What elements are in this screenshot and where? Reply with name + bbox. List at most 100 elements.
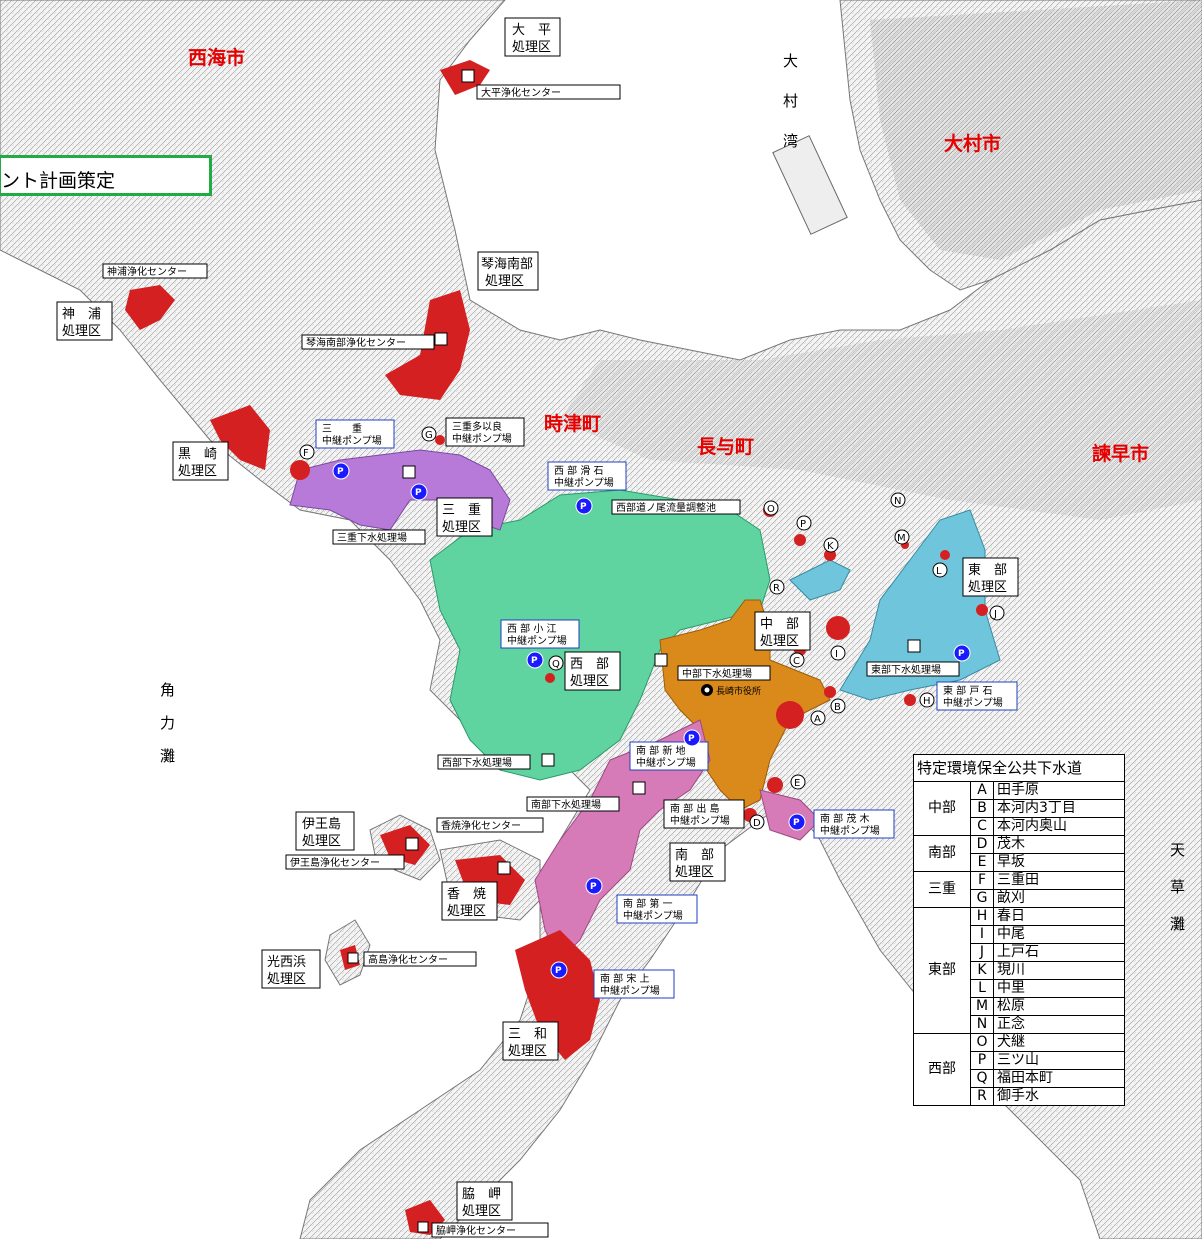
pump-tobu-toishi-line2: 中継ポンプ場 [943, 696, 1003, 709]
legend-area-name: 茂木 [993, 835, 1125, 854]
area-Q [545, 673, 555, 683]
legend-area-name: 犬継 [993, 1033, 1125, 1052]
district-nanbu-line1: 南 部 [675, 847, 714, 863]
pump-marker-seibu-nameshi-text: P [580, 502, 587, 512]
district-kurosaki-line2: 処理区 [178, 464, 217, 479]
district-chubu-line1: 中 部 [760, 617, 799, 632]
legend-area-name: 本河内奥山 [993, 817, 1125, 836]
facility-chubu-plant-text: 中部下水処理場 [682, 667, 752, 680]
district-kosaihama-line2: 処理区 [267, 972, 306, 987]
marker-C-text: C [793, 656, 800, 667]
marker-R-text: R [773, 583, 780, 594]
district-mie-line2: 処理区 [442, 520, 481, 535]
facility-mie-plant: 三重下水処理場 [332, 465, 426, 545]
pump-marker-nanbu-daiichi-text: P [590, 882, 597, 892]
marker-I-text: I [835, 649, 838, 660]
pump-seibu-nameshi: 西 部 滑 石 中継ポンプ場 [547, 461, 627, 491]
district-tobu: 東 部 処理区 [962, 557, 1019, 597]
legend-code: O [970, 1033, 994, 1052]
facility-iojima-center-text: 伊王島浄化センター [290, 856, 380, 869]
pump-marker-nanbu-mogi: P [788, 813, 806, 831]
facility-seibu-plant-text: 西部下水処理場 [442, 756, 512, 769]
marker-P: P [796, 515, 812, 531]
district-wakimisaki-line1: 脇 岬 [462, 1187, 501, 1202]
legend-code: G [970, 889, 994, 908]
sea-omura-2: 村 [783, 92, 798, 110]
pump-marker-nanbu-sotome: P [550, 961, 568, 979]
pump-labels: 三 重 中継ポンプ場 三重多以良 中継ポンプ場 西 部 滑 石 中継ポンプ場 西… [315, 417, 1018, 999]
legend-code: K [970, 961, 994, 980]
facility-kotoumi-center-text: 琴海南部浄化センター [306, 336, 406, 349]
city-isahaya: 諫早市 [1092, 442, 1149, 465]
facility-seibu-pond: 西部道ノ尾流量調整池 [611, 499, 741, 515]
pump-marker-seibu-koe: P [526, 651, 544, 669]
city-nagayo: 長与町 [697, 436, 754, 458]
facility-wakimisaki-center: 脇岬浄化センター [417, 1221, 549, 1238]
legend-area-name: 福田本町 [993, 1069, 1125, 1088]
marker-I: I [830, 645, 846, 661]
pump-markers: P P P P P P P P P [332, 462, 971, 979]
district-chubu: 中 部 処理区 [754, 611, 811, 651]
area-kurosaki [210, 405, 270, 470]
marker-O-text: O [767, 504, 775, 515]
legend-title: 特定環境保全公共下水道 [913, 754, 1125, 782]
marker-B: B [830, 698, 846, 714]
district-kosaihama: 光西浜 処理区 [261, 949, 321, 989]
marker-A-text: A [814, 714, 821, 725]
pump-marker-mie-2: P [410, 483, 428, 501]
legend-code: R [970, 1087, 994, 1106]
district-koyagi-line2: 処理区 [447, 904, 486, 919]
marker-E-text: E [794, 778, 800, 789]
district-tobu-line2: 処理区 [968, 580, 1007, 595]
marker-G: G [421, 426, 437, 442]
sea-amakusa-1: 天 [1170, 841, 1185, 859]
facility-koyagi-center: 香焼浄化センター [436, 817, 544, 875]
district-mie: 三 重 処理区 [436, 497, 493, 537]
legend-area-name: 三重田 [993, 871, 1125, 890]
facility-kounoura-center-text: 神浦浄化センター [107, 265, 187, 278]
marker-K: K [823, 537, 839, 553]
facility-nanbu-plant: 南部下水処理場 [526, 781, 646, 812]
facility-mie-plant-text: 三重下水処理場 [337, 531, 407, 544]
pump-nanbu-sotome-line2: 中継ポンプ場 [600, 984, 660, 997]
pump-seibu-nameshi-line1: 西 部 滑 石 [554, 464, 604, 477]
facility-koyagi-center-text: 香焼浄化センター [441, 819, 521, 832]
pump-marker-nanbu-mogi-text: P [793, 818, 800, 828]
district-tobu-line1: 東 部 [968, 562, 1007, 578]
facility-takashima-center-text: 高島浄化センター [368, 953, 448, 966]
district-kotoumi-nanbu: 琴海南部 処理区 [477, 251, 539, 291]
pump-nanbu-daiichi-line1: 南 部 第 一 [623, 897, 673, 910]
legend-group-name: 西部 [913, 1033, 971, 1106]
marker-N-text: N [894, 496, 901, 507]
pump-mie-tarai-line2: 中継ポンプ場 [452, 432, 512, 445]
marker-D: D [749, 814, 765, 830]
legend-code: C [970, 817, 994, 836]
land-hills [870, 0, 1202, 260]
district-koyagi: 香 焼 処理区 [441, 881, 498, 921]
legend-code: B [970, 799, 994, 818]
sea-amakusa-3: 灘 [1170, 915, 1185, 933]
pump-marker-nanbu-daiichi: P [585, 877, 603, 895]
area-nanbu [534, 719, 711, 961]
legend-code: M [970, 997, 994, 1016]
city-hall-label: 長崎市役所 [716, 685, 761, 697]
district-ohira-line1: 大 平 [512, 23, 551, 38]
facility-labels: 大平浄化センター 神浦浄化センター 琴海南部浄化センター 三重下水処理場 西部道… [102, 69, 960, 1238]
special-district-markers: A B C D E F G H I J K L M N O P Q R [299, 426, 1005, 830]
pump-nanbu-mogi-line1: 南 部 茂 木 [820, 812, 870, 825]
area-tobu-2 [789, 559, 851, 601]
facility-seibu-pond-text: 西部道ノ尾流量調整池 [616, 501, 716, 514]
legend-code: D [970, 835, 994, 854]
legend-area-name: 田手原 [993, 781, 1125, 800]
sea-omura-3: 湾 [783, 132, 798, 150]
marker-M: M [894, 529, 910, 545]
pump-marker-mie-2-text: P [415, 488, 422, 498]
pump-nanbu-shinchi-line1: 南 部 新 地 [636, 744, 686, 757]
